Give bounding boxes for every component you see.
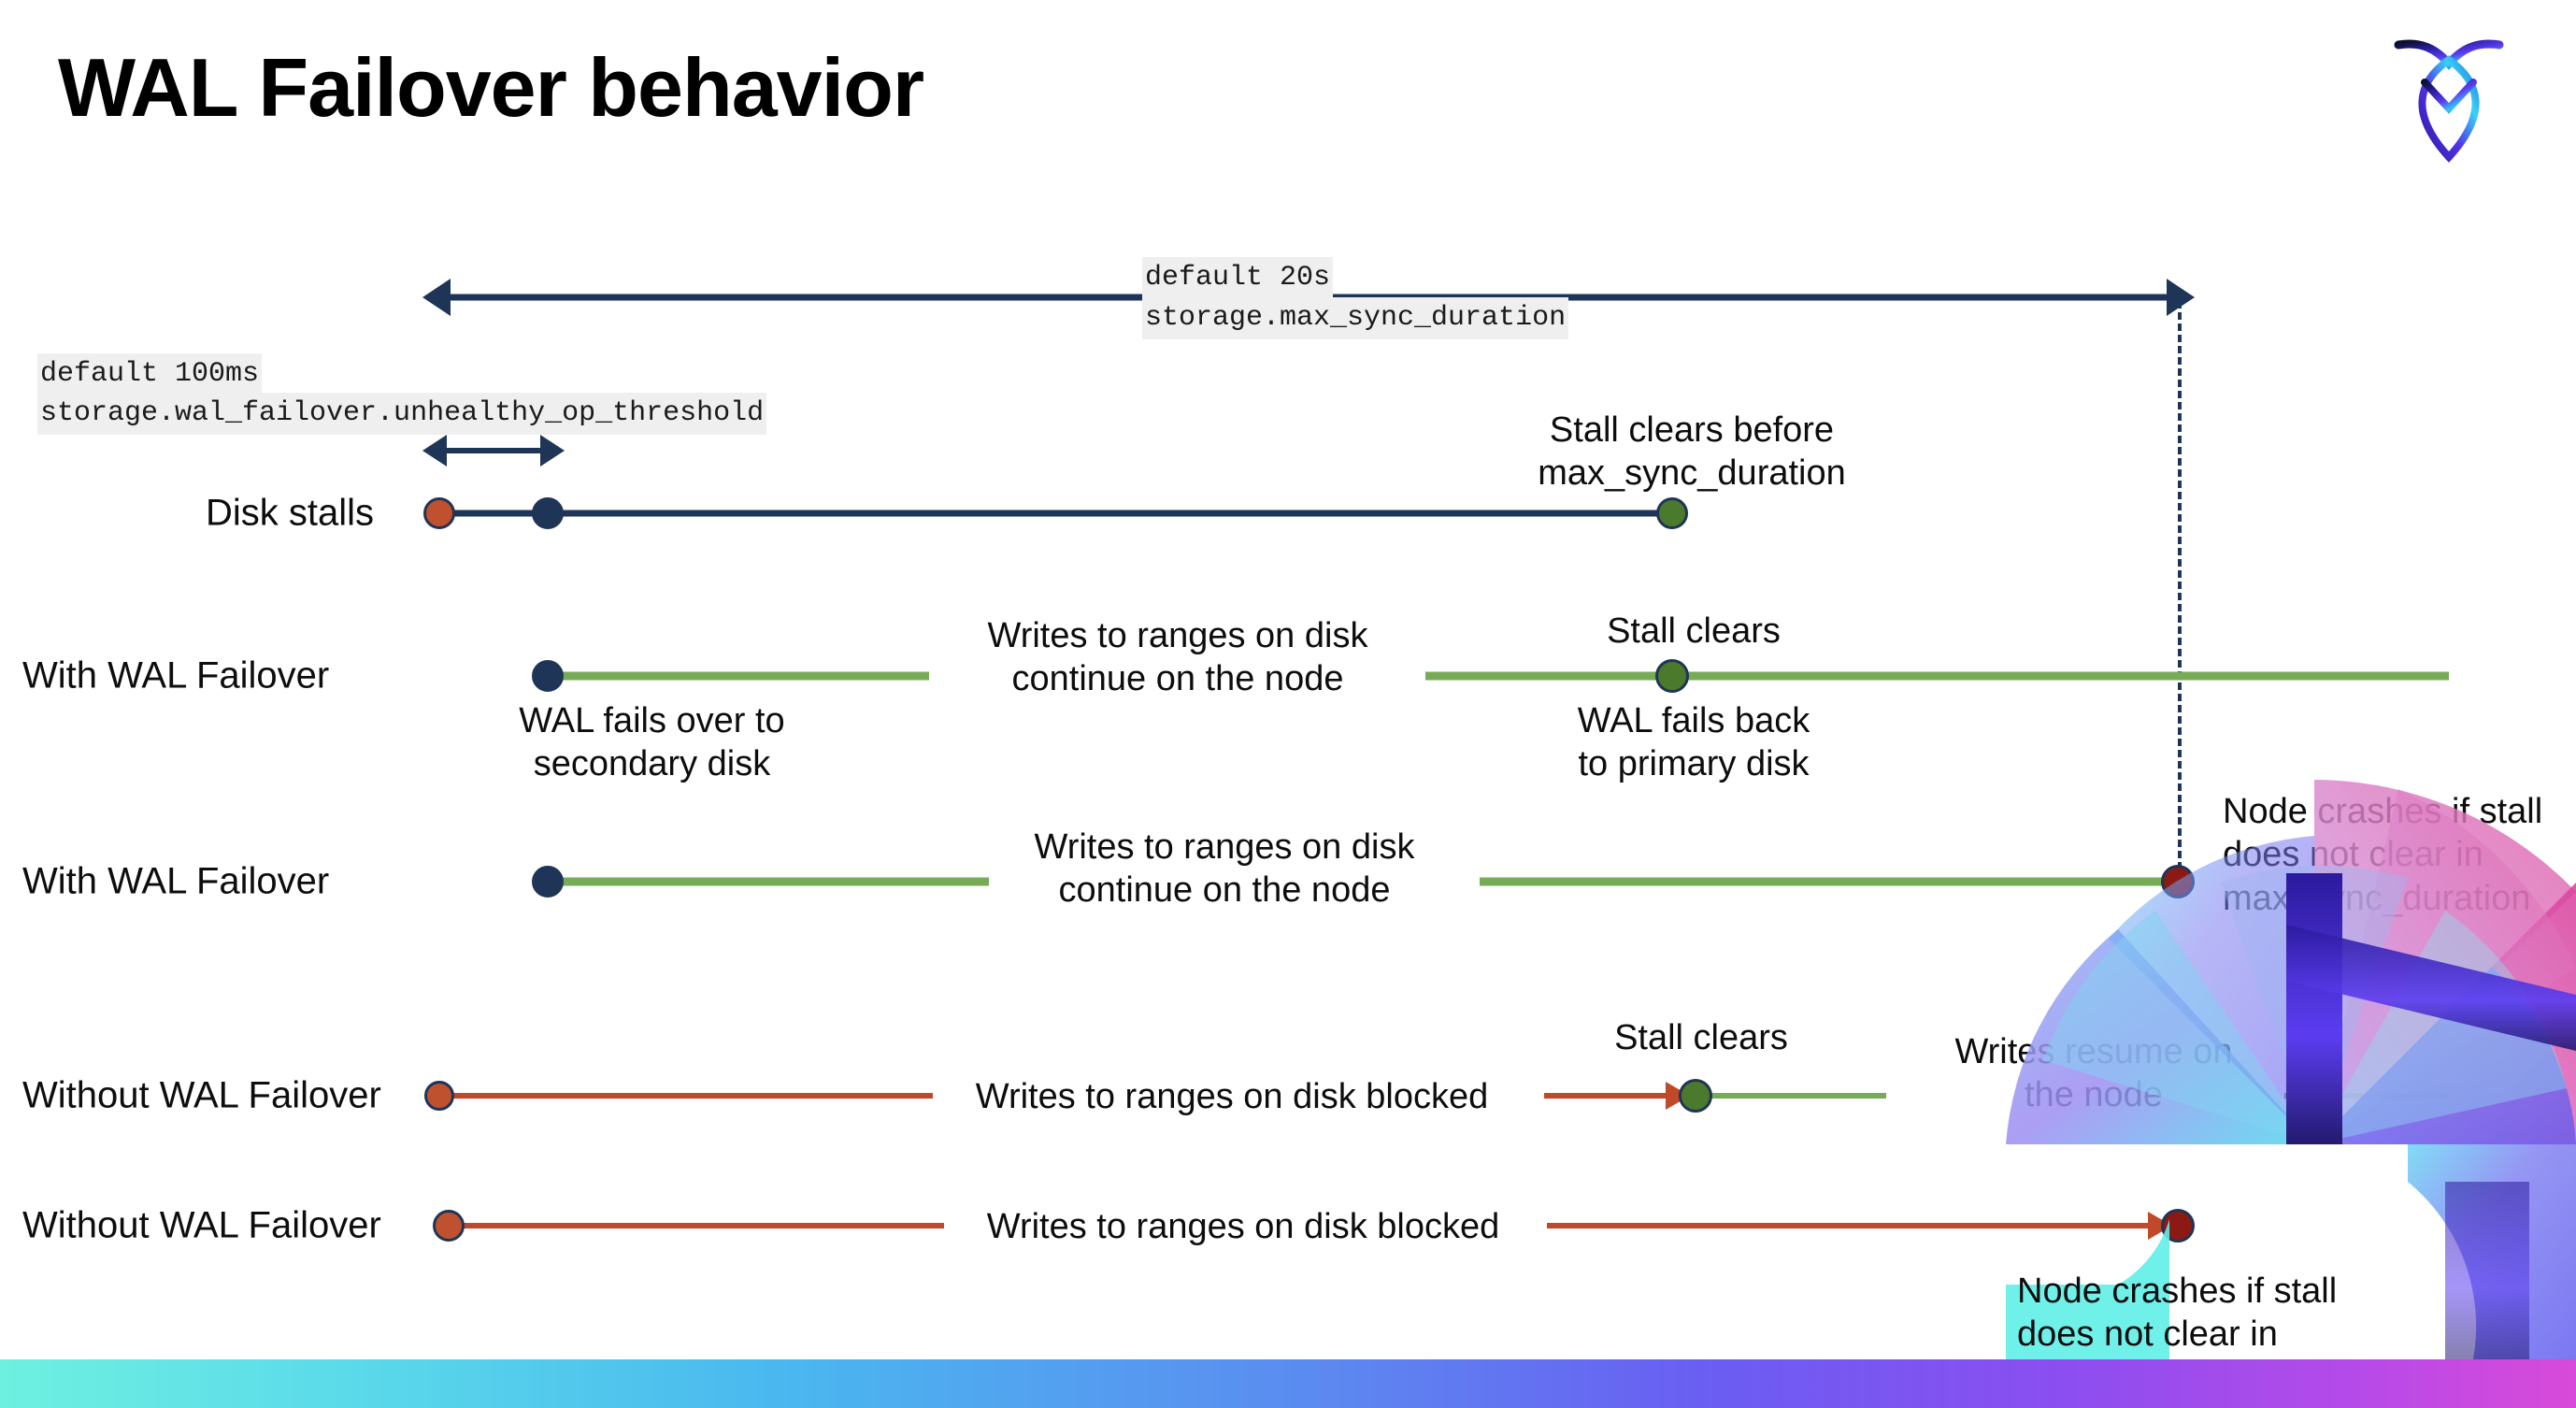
threshold-arrow-left-icon	[422, 435, 447, 467]
disk-stall-clear-dot	[1656, 497, 1688, 529]
note-stall-clears-before: Stall clears before max_sync_duration	[1538, 410, 1846, 494]
note-writes-continue-1: Writes to ranges on disk continue on the…	[987, 616, 1368, 699]
unhealthy-op-threshold-setting-label: storage.wal_failover.unhealthy_op_thresh…	[37, 393, 767, 435]
without-failover-1-resume-segment-a	[1706, 1093, 1886, 1099]
cockroachdb-logo-icon	[2393, 28, 2505, 164]
row-label-without-wal-failover-1: Without WAL Failover	[22, 1074, 381, 1116]
note-writes-blocked-2: Writes to ranges on disk blocked	[986, 1207, 1500, 1246]
note-node-crashes-1: Node crashes if stall does not clear in …	[2223, 792, 2543, 918]
without-failover-2-crash-dot	[2161, 1209, 2195, 1243]
disk-stall-threshold-dot	[532, 497, 564, 529]
disk-stall-start-dot	[423, 497, 455, 529]
page-title: WAL Failover behavior	[58, 41, 924, 134]
without-failover-2-blocked-segment-b	[1547, 1223, 2153, 1228]
max-sync-duration-setting-label: storage.max_sync_duration	[1142, 297, 1569, 339]
max-sync-duration-arrow-left-icon	[422, 279, 451, 316]
without-failover-1-resume-segment-b	[2284, 1093, 2448, 1099]
bottom-accent-bar	[0, 1359, 2576, 1408]
max-sync-duration-default-label: default 20s	[1142, 257, 1334, 299]
row-label-disk-stalls: Disk stalls	[205, 492, 374, 534]
with-failover-1-stall-clear-dot	[1655, 659, 1689, 693]
with-failover-2-failover-dot	[532, 866, 564, 898]
unhealthy-op-threshold-default-label: default 100ms	[37, 353, 263, 395]
without-failover-2-stall-start-dot	[433, 1210, 465, 1242]
row-label-without-wal-failover-2: Without WAL Failover	[22, 1204, 381, 1246]
without-failover-1-stall-clear-dot	[1679, 1079, 1712, 1113]
note-writes-continue-2: Writes to ranges on disk continue on the…	[1034, 827, 1415, 911]
note-stall-clears-2: Stall clears	[1614, 1018, 1788, 1057]
without-failover-1-blocked-segment-a	[439, 1093, 933, 1099]
without-failover-1-blocked-segment-b	[1544, 1093, 1670, 1099]
threshold-arrow-right-icon	[540, 435, 565, 467]
note-wal-fails-back: WAL fails back to primary disk	[1577, 701, 1810, 784]
note-wal-fails-over: WAL fails over to secondary disk	[519, 701, 785, 784]
row-label-with-wal-failover-2: With WAL Failover	[22, 860, 330, 902]
threshold-arrow-line	[445, 448, 542, 453]
with-failover-1-segment-a	[548, 671, 929, 681]
row-label-with-wal-failover-1: With WAL Failover	[22, 654, 330, 697]
with-failover-2-segment-a	[548, 877, 989, 886]
with-failover-2-segment-b	[1480, 877, 2171, 886]
note-writes-resume: Writes resume on the node	[1954, 1032, 2233, 1115]
with-failover-1-failover-dot	[532, 660, 564, 692]
with-failover-2-crash-dot	[2161, 865, 2195, 898]
note-stall-clears-1: Stall clears	[1607, 611, 1781, 651]
without-failover-2-blocked-segment-a	[447, 1223, 944, 1228]
disk-stalls-timeline	[437, 510, 1671, 517]
without-failover-1-stall-start-dot	[424, 1081, 454, 1111]
max-sync-duration-guide-line	[2178, 301, 2182, 881]
note-writes-blocked-1: Writes to ranges on disk blocked	[975, 1077, 1489, 1116]
with-failover-1-segment-b	[1425, 671, 2449, 681]
